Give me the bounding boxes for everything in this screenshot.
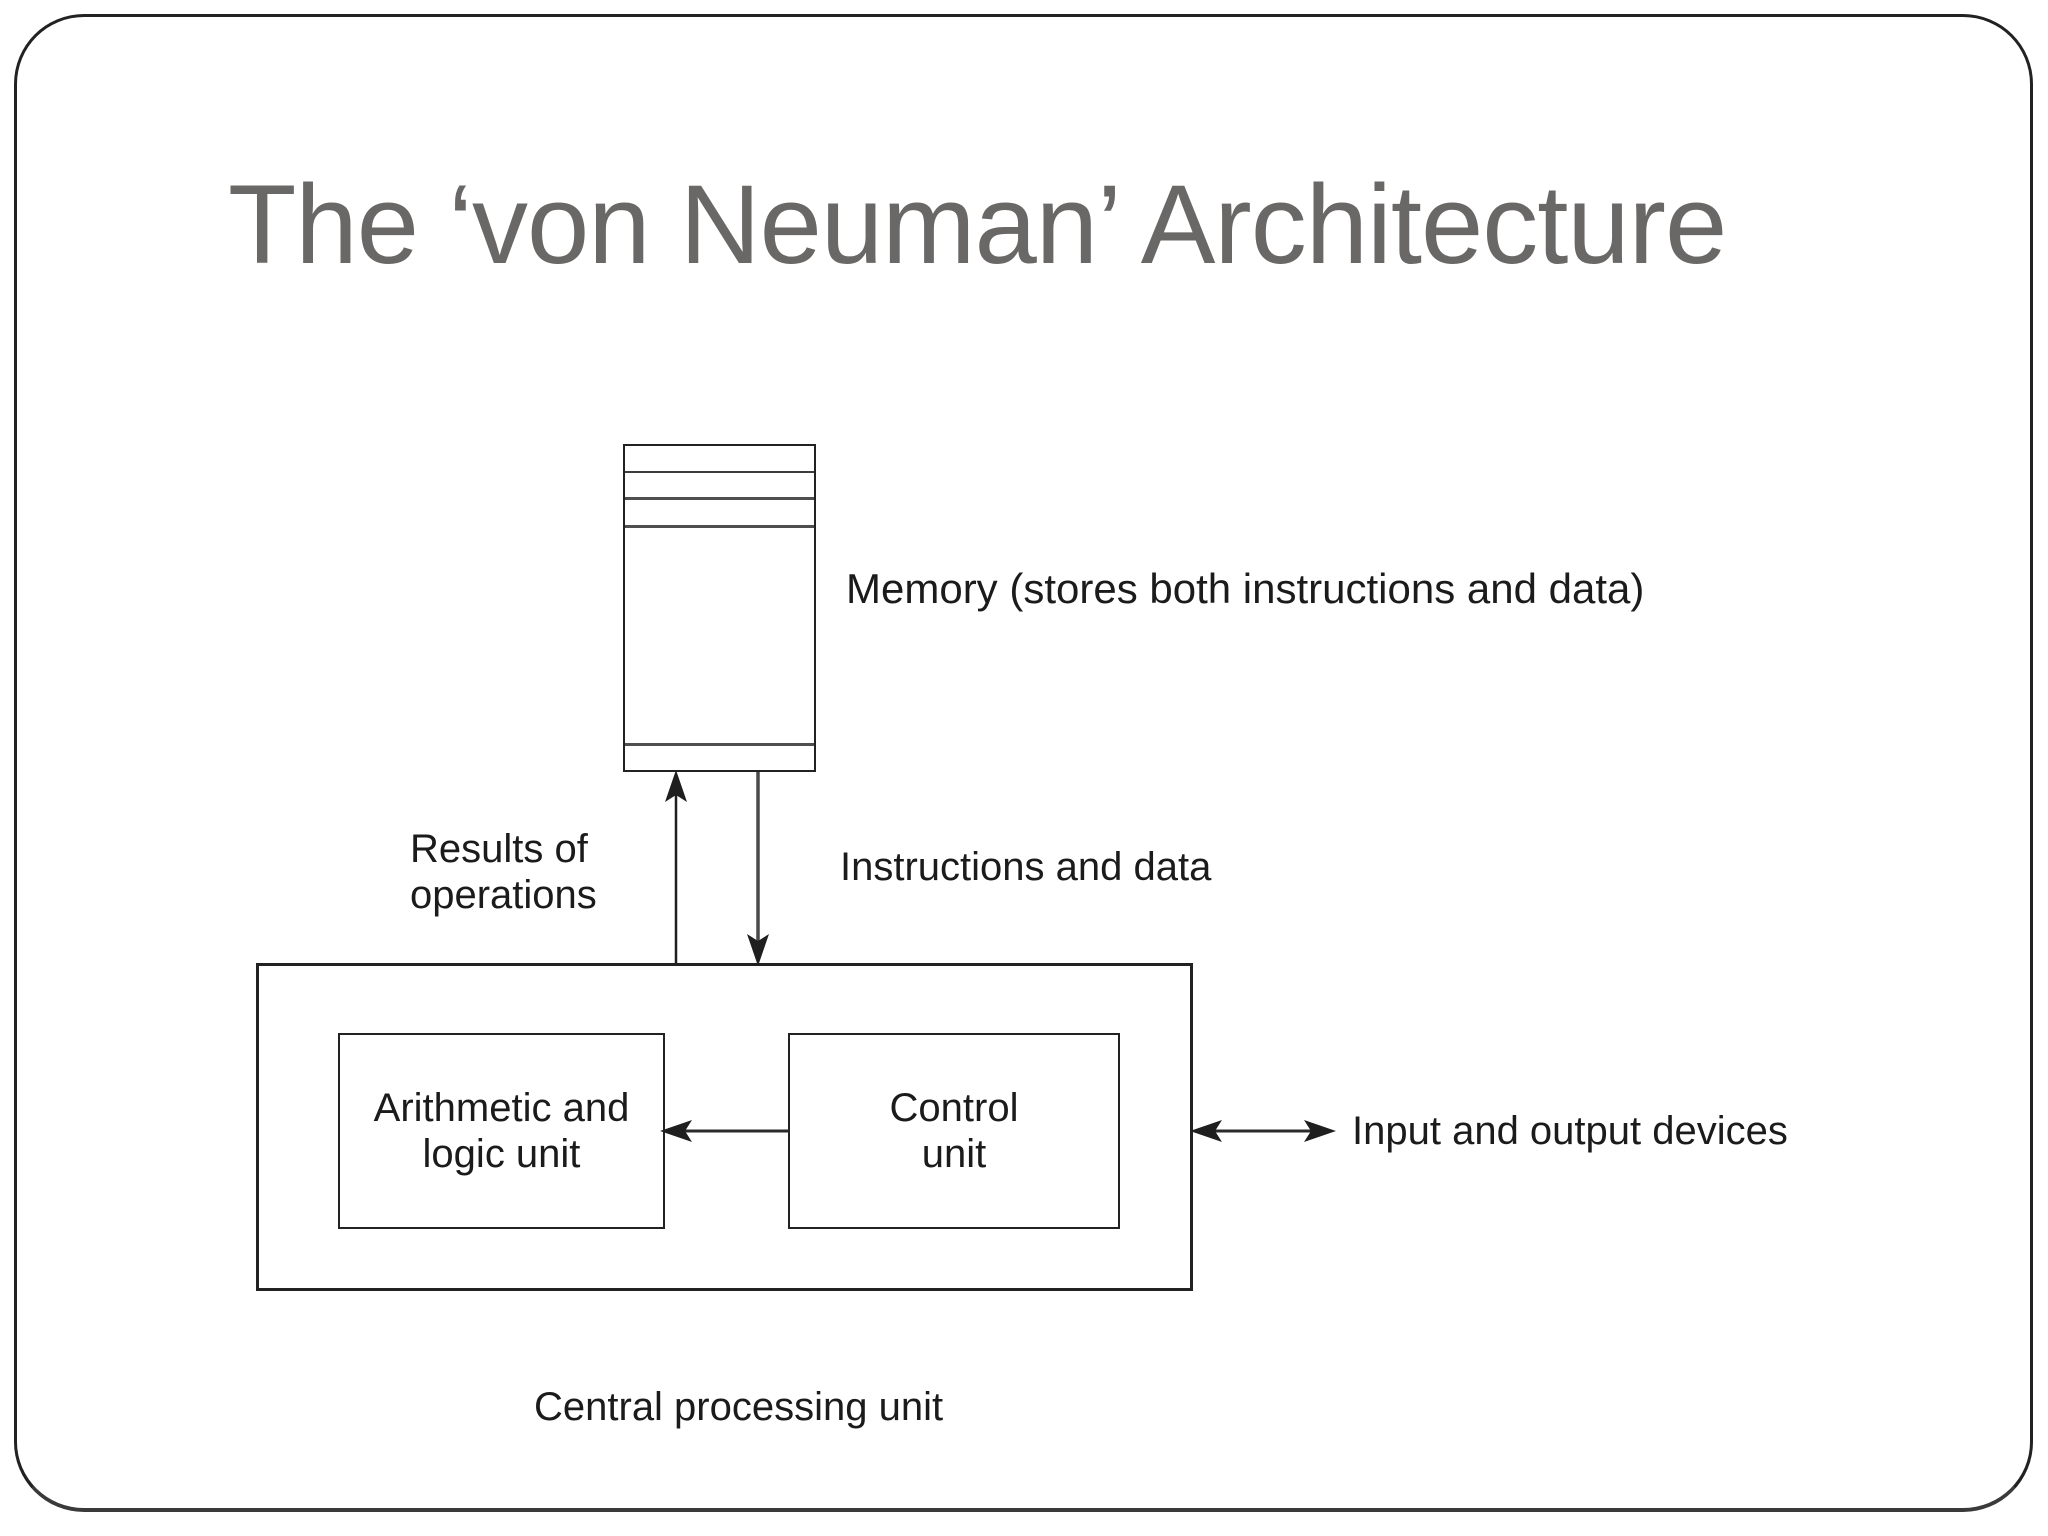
results-label-line1: Results of <box>410 827 588 871</box>
control-unit-label: Control unit <box>890 1085 1019 1177</box>
memory-label: Memory (stores both instructions and dat… <box>846 565 1645 612</box>
results-label-line2: operations <box>410 873 597 917</box>
slide-border <box>14 14 2033 1512</box>
instructions-arrow <box>747 772 769 966</box>
memory-row-divider <box>625 525 814 528</box>
memory-row-divider <box>625 743 814 746</box>
alu-label-line1: Arithmetic and <box>373 1086 630 1130</box>
cpu-label: Central processing unit <box>534 1385 944 1429</box>
alu-label: Arithmetic and logic unit <box>374 1085 630 1177</box>
control-label-line1: Control <box>889 1086 1019 1130</box>
results-arrow <box>665 770 687 964</box>
memory-box <box>623 444 816 772</box>
memory-row-divider <box>625 497 814 500</box>
control-to-alu-arrow <box>660 1120 790 1142</box>
alu-box: Arithmetic and logic unit <box>338 1033 665 1229</box>
control-unit-box: Control unit <box>788 1033 1120 1229</box>
slide-title: The ‘von Neuman’ Architecture <box>228 162 1727 287</box>
alu-label-line2: logic unit <box>422 1132 581 1176</box>
instructions-label: Instructions and data <box>840 845 1212 889</box>
io-label: Input and output devices <box>1352 1109 1788 1153</box>
control-label-line2: unit <box>921 1132 987 1176</box>
results-label: Results of operations <box>410 826 597 918</box>
io-double-arrow <box>1190 1120 1336 1142</box>
memory-row-divider <box>625 471 814 473</box>
